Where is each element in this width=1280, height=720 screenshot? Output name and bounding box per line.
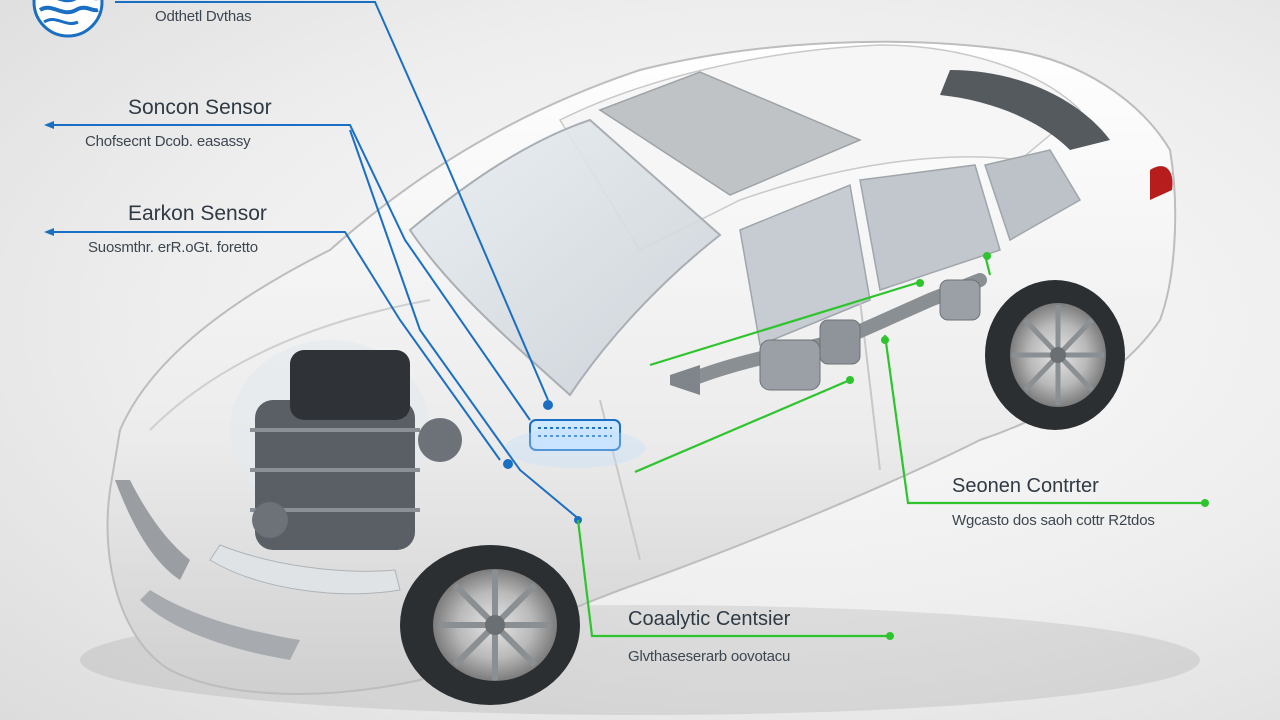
sensor-right-subtitle: Wgcasto dos saoh cottr R2tdos [952, 512, 1155, 529]
leader-to-bumper [349, 129, 581, 521]
leader-exhaust-upper [649, 280, 921, 367]
blue-leader-endpoints [44, 121, 582, 524]
rear-wheel [985, 280, 1125, 430]
catalytic-title: Coaalytic Centsier [628, 608, 791, 630]
leader-sensor-lower [50, 231, 501, 461]
green-leader-lines [576, 254, 1205, 638]
sensor-upper-subtitle: Chofsecnt Dcob. easassy [85, 133, 251, 150]
leader-top [115, 1, 549, 401]
leader-catalytic [576, 519, 890, 638]
top-caption: Odthetl Dvthas [155, 8, 252, 25]
exhaust-system [670, 273, 987, 395]
engine-block [230, 340, 462, 550]
sensor-module [505, 419, 645, 468]
leader-sensor-right [883, 334, 1205, 505]
sensor-lower-subtitle: Suosmthr. erR.oGt. foretto [88, 239, 258, 256]
company-wave-logo [32, 0, 104, 38]
green-leader-endpoints [846, 252, 1209, 640]
sensor-lower-title: Earkon Sensor [128, 202, 267, 225]
catalytic-subtitle: Glvthaseserarb oovotacu [628, 648, 791, 665]
front-wheel [400, 545, 580, 705]
leader-sensor-upper [50, 124, 531, 421]
blue-leader-lines [50, 1, 581, 521]
sensor-upper-title: Soncon Sensor [128, 96, 272, 119]
sensor-right-title: Seonen Contrter [952, 475, 1099, 497]
leader-exhaust-lower [634, 378, 851, 474]
